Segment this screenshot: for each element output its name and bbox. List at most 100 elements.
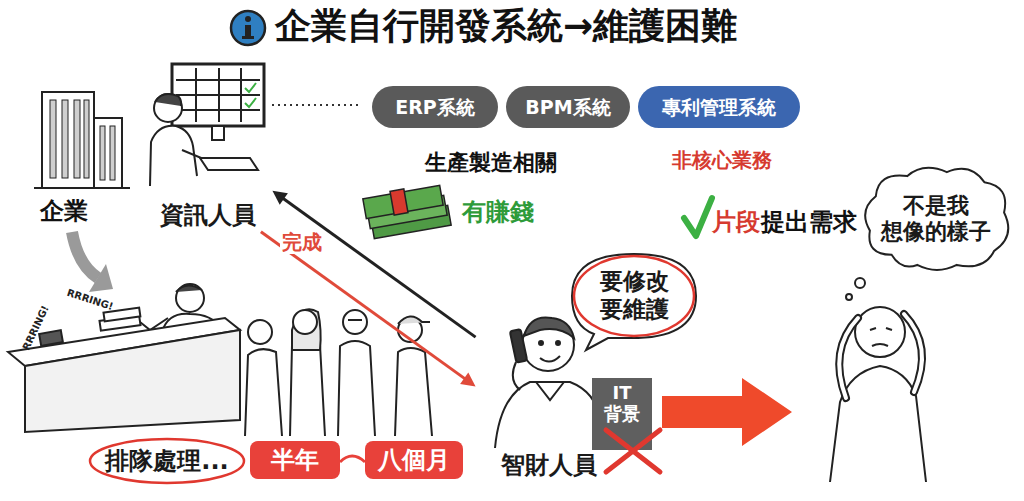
building [94, 118, 122, 188]
service-counter [176, 285, 202, 292]
link-line [340, 456, 365, 462]
dotted-leader [272, 104, 362, 106]
duration-box: 半年 [250, 441, 340, 479]
queue-people [348, 319, 362, 321]
building [74, 100, 80, 178]
building [110, 126, 115, 180]
info-icon [231, 11, 265, 45]
confused-figure [839, 318, 858, 398]
tag-text: IT 背景 [596, 383, 648, 424]
it-staff-figure [195, 68, 197, 122]
it-staff-figure [218, 68, 220, 122]
queue-people [245, 309, 432, 436]
queue-people [395, 348, 432, 436]
flow-arrow [72, 232, 113, 292]
info-icon [231, 11, 265, 45]
building [42, 92, 94, 188]
flow-arrow [72, 232, 98, 278]
ip-staff-figure [539, 341, 543, 345]
it-staff-figure [172, 64, 264, 126]
it-staff-figure [150, 126, 197, 186]
confused-figure [904, 314, 922, 392]
confused-figure [839, 318, 858, 398]
duration-text: 半年 [271, 446, 319, 475]
cross-stroke [606, 430, 660, 472]
speech-text: 要修改 要維護 [586, 268, 682, 323]
it-staff-figure [200, 158, 258, 170]
confused-figure [846, 294, 852, 300]
edge-label: 完成 [280, 230, 324, 254]
cross-mark [592, 378, 672, 478]
note-label: 片段 [712, 208, 760, 237]
confused-figure [904, 314, 922, 392]
confused-figure [855, 278, 865, 288]
duration-text: 八個月 [378, 446, 450, 475]
service-counter [25, 330, 240, 432]
sound-effect: RRRING! [65, 287, 114, 313]
queue-people [293, 310, 317, 334]
arrow-head [460, 373, 475, 387]
speech-bubble: 要修改 要維護 [564, 250, 704, 342]
note-label: 有賺錢 [462, 198, 534, 227]
queue-people [248, 320, 272, 344]
it-staff-figure [150, 64, 264, 186]
it-staff-figure [240, 68, 242, 122]
building [34, 187, 130, 189]
flow-arrow [89, 264, 113, 292]
money-stack [363, 185, 451, 238]
check-mark [684, 198, 712, 236]
confused-figure [855, 307, 905, 357]
queue-people [292, 309, 321, 350]
red-circle [574, 256, 694, 336]
it-staff-figure [154, 94, 182, 122]
it-staff-figure [155, 94, 181, 106]
queue-people [398, 316, 430, 324]
figure-caption: 智財人員 [501, 451, 597, 480]
money-stack [363, 185, 443, 218]
system-pill: BPM系統 [506, 86, 630, 128]
speech-outline [572, 254, 696, 350]
diagram-title: 企業自行開發系統→維護困難 [275, 4, 737, 47]
ip-staff-figure [513, 362, 520, 390]
connector [261, 232, 476, 387]
big-arrow [662, 378, 792, 446]
duration-box: 八個月 [365, 441, 463, 479]
person-figure: 資訊人員 [145, 58, 270, 230]
it-staff-figure [245, 83, 256, 92]
cloud-outline [865, 168, 1008, 270]
circled-note: 排隊處理... [88, 437, 246, 485]
building [100, 126, 105, 180]
ip-staff-figure [556, 341, 560, 345]
ip-staff-figure [495, 382, 600, 448]
queue-people [338, 341, 375, 436]
ip-staff-figure [536, 382, 564, 400]
building [50, 100, 56, 178]
building [62, 100, 68, 178]
money-stack [390, 189, 408, 215]
building [84, 100, 89, 178]
info-icon [245, 16, 251, 22]
service-counter [176, 284, 204, 312]
queue-people [343, 310, 367, 334]
system-pill: ERP系統 [372, 86, 498, 128]
note-label: 生產製造相關 [425, 150, 557, 176]
figure-caption: 資訊人員 [160, 201, 256, 230]
sound-effect: RRRING! [20, 304, 51, 353]
ip-staff-figure [510, 329, 527, 363]
connector [272, 191, 475, 337]
cross-stroke [606, 430, 660, 472]
ip-staff-figure [540, 356, 560, 362]
info-icon [242, 36, 254, 39]
thought-bubble: 不是我 想像的樣子 [862, 166, 1010, 272]
pill-text: BPM系統 [525, 96, 610, 119]
pill-text: 專利管理系統 [662, 96, 776, 119]
queue-people [290, 341, 325, 437]
it-staff-figure [245, 98, 256, 107]
building [34, 92, 130, 188]
it-staff-figure [212, 126, 224, 140]
red-circle [90, 439, 244, 483]
ip-staff-figure [495, 317, 600, 448]
